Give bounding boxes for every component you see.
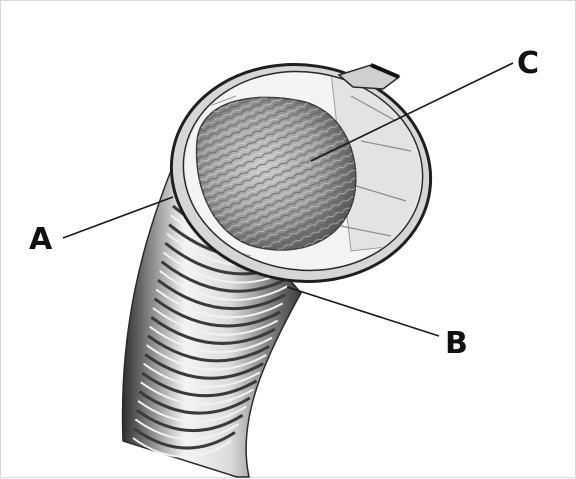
label-b: B — [445, 326, 468, 361]
leader-line-b — [287, 287, 439, 336]
label-c: C — [517, 46, 539, 81]
label-a: A — [29, 222, 53, 257]
